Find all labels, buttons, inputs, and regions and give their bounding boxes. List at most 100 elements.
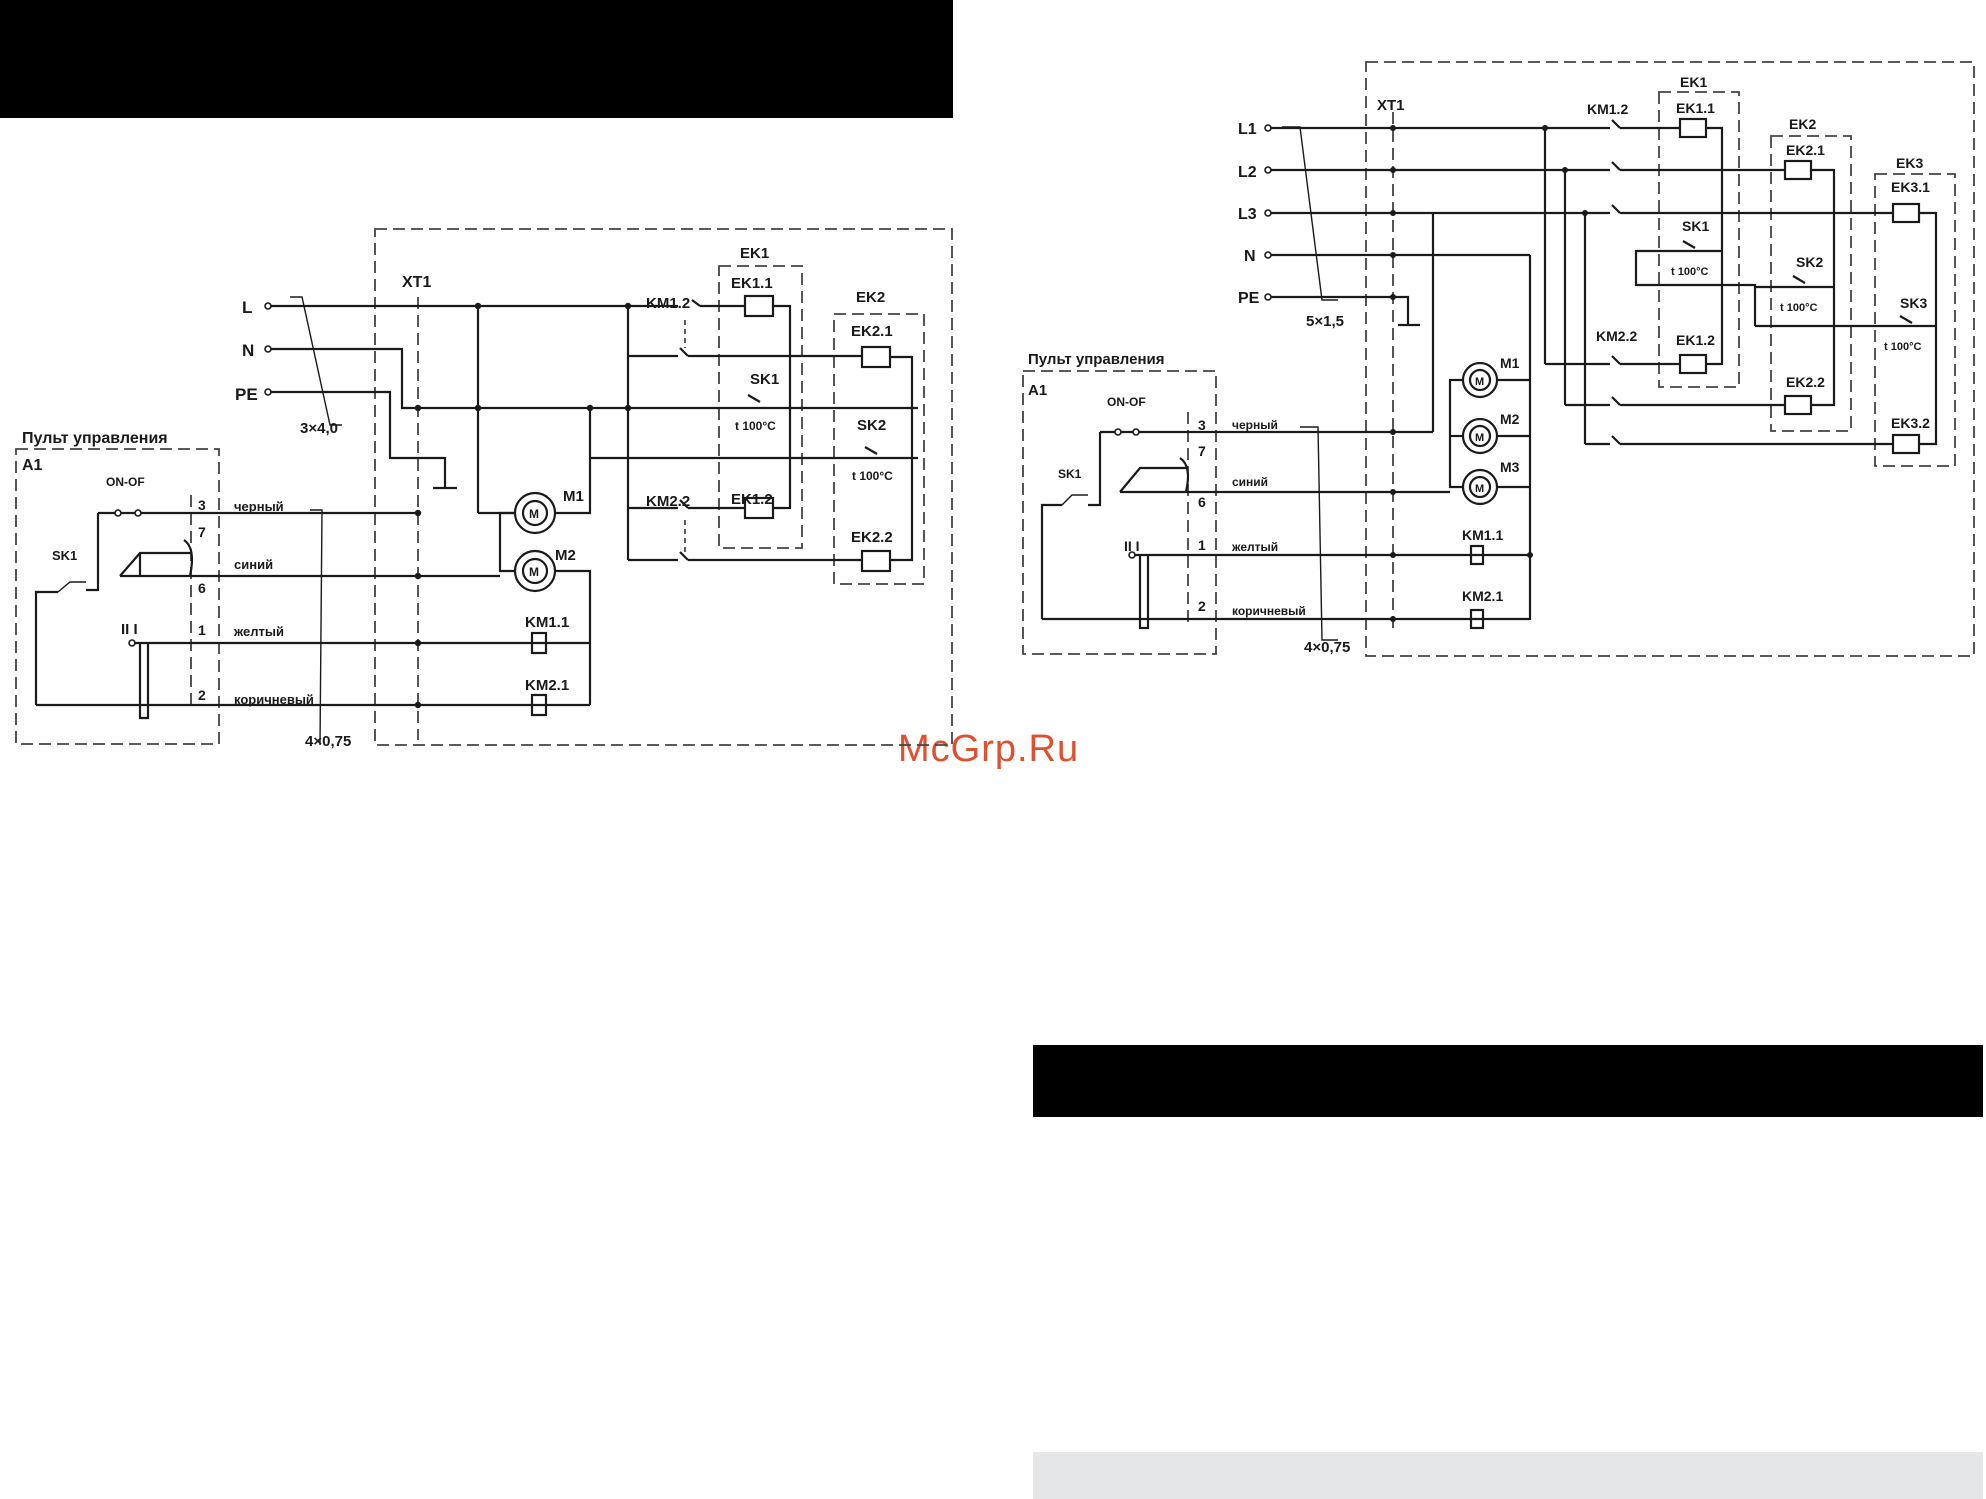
- panel-id: A1: [1028, 382, 1047, 399]
- contactor-km22: KM2.2: [646, 493, 690, 510]
- heater-ek21: EK2.1: [1786, 142, 1825, 158]
- control-panel-box-left: [15, 448, 220, 745]
- heater-ek11: EK1.1: [1676, 100, 1715, 116]
- motor-m3-symbol: M: [1475, 483, 1484, 495]
- speed-labels: II I: [1124, 538, 1140, 554]
- terminal-label-l2: L2: [1238, 164, 1257, 181]
- contactor-km11: KM1.1: [1462, 527, 1503, 543]
- motor-m2-symbol: M: [1475, 432, 1484, 444]
- motor-m2-symbol: M: [529, 565, 539, 579]
- enclosure-left: [374, 228, 953, 746]
- terminal-block-label: XT1: [402, 274, 431, 291]
- thermostat-sk1: SK1: [750, 371, 779, 388]
- pin-6: 6: [1198, 494, 1206, 510]
- thermostat-sk1: SK1: [1682, 218, 1709, 234]
- pin-3: 3: [198, 497, 206, 513]
- group-ek1: EK1: [1680, 74, 1707, 90]
- wire-label-blue: синий: [1232, 475, 1268, 489]
- contactor-km12: KM1.2: [1587, 101, 1628, 117]
- motor-m1-symbol: M: [529, 507, 539, 521]
- wire-label-brown: коричневый: [1232, 604, 1306, 618]
- group-box-ek2-left: [833, 313, 925, 585]
- heater-ek32: EK3.2: [1891, 415, 1930, 431]
- contactor-km21: KM2.1: [1462, 588, 1503, 604]
- temp-sk1: t 100°C: [735, 419, 776, 433]
- terminal-label-n: N: [1244, 248, 1256, 265]
- wire-label-blue: синий: [234, 557, 273, 572]
- header-bar-right: [1033, 1045, 1983, 1117]
- temp-sk2: t 100°C: [852, 469, 893, 483]
- pin-1: 1: [1198, 537, 1206, 553]
- header-bar-left: [0, 0, 953, 118]
- wiring-right: M M M: [1040, 117, 1938, 641]
- heater-ek22: EK2.2: [851, 529, 893, 546]
- wire-label-yellow: желтый: [1231, 540, 1278, 554]
- cable-label-control: 4×0,75: [1304, 639, 1350, 656]
- temp-sk3: t 100°C: [1884, 341, 1921, 353]
- diagram-right: L1 L2 L3 N PE 5×1,5 4×0,75 XT1 Пульт упр…: [1022, 61, 1975, 657]
- thermostat-sk2: SK2: [1796, 254, 1823, 270]
- group-box-ek2-right: [1770, 135, 1852, 432]
- cable-label-power: 3×4,0: [300, 420, 338, 437]
- terminal-label-n: N: [242, 341, 254, 360]
- wiring-left: M M: [34, 294, 918, 746]
- group-ek3: EK3: [1896, 155, 1923, 171]
- heater-ek11: EK1.1: [731, 275, 773, 292]
- pin-6: 6: [198, 580, 206, 596]
- heater-ek12: EK1.2: [1676, 332, 1715, 348]
- speed-labels: II I: [121, 621, 138, 638]
- group-box-ek1-right: [1658, 91, 1740, 388]
- motor-m2-label: M2: [1500, 411, 1520, 427]
- motor-m1-label: M1: [563, 488, 584, 505]
- contactor-km11: KM1.1: [525, 614, 569, 631]
- pin-2: 2: [1198, 598, 1206, 614]
- motor-m1-symbol: M: [1475, 376, 1484, 388]
- pin-7: 7: [198, 524, 206, 540]
- heater-ek31: EK3.1: [1891, 179, 1930, 195]
- pin-7: 7: [1198, 443, 1206, 459]
- control-panel-box-right: [1022, 370, 1217, 655]
- panel-title: Пульт управления: [22, 430, 168, 447]
- group-ek2: EK2: [1789, 116, 1816, 132]
- terminal-label-pe: PE: [1238, 290, 1260, 307]
- group-box-ek3-right: [1874, 173, 1956, 467]
- motor-m1-label: M1: [1500, 355, 1520, 371]
- enclosure-right: [1365, 61, 1975, 657]
- switch-label: ON-OF: [106, 475, 145, 489]
- terminal-label-l3: L3: [1238, 206, 1257, 223]
- heater-ek22: EK2.2: [1786, 374, 1825, 390]
- group-ek1: EK1: [740, 245, 769, 262]
- temp-sk2: t 100°C: [1780, 302, 1817, 314]
- group-ek2: EK2: [856, 289, 885, 306]
- sensor-label: SK1: [1058, 467, 1082, 481]
- terminal-block-label: XT1: [1377, 97, 1405, 114]
- thermostat-sk2: SK2: [857, 417, 886, 434]
- pin-3: 3: [1198, 417, 1206, 433]
- watermark: McGrp.Ru: [898, 728, 1080, 770]
- panel-title: Пульт управления: [1028, 351, 1165, 368]
- terminal-label-l: L: [242, 298, 252, 317]
- contactor-km22: KM2.2: [1596, 328, 1637, 344]
- footer-bar: [1033, 1452, 1983, 1499]
- contactor-km12: KM1.2: [646, 295, 690, 312]
- switch-label: ON-OF: [1107, 395, 1146, 409]
- heater-ek12: EK1.2: [731, 491, 773, 508]
- cable-label-power: 5×1,5: [1306, 313, 1344, 330]
- pin-2: 2: [198, 687, 206, 703]
- pin-1: 1: [198, 622, 206, 638]
- panel-id: A1: [22, 457, 43, 474]
- motor-m2-label: M2: [555, 547, 576, 564]
- temp-sk1: t 100°C: [1671, 266, 1708, 278]
- wire-label-black: черный: [234, 499, 284, 514]
- sensor-label: SK1: [52, 548, 77, 563]
- motor-m3-label: M3: [1500, 459, 1520, 475]
- wire-label-black: черный: [1232, 418, 1278, 432]
- terminal-label-l1: L1: [1238, 121, 1257, 138]
- terminal-label-pe: PE: [235, 385, 258, 404]
- wire-label-yellow: желтый: [233, 624, 284, 639]
- contactor-km21: KM2.1: [525, 677, 569, 694]
- heater-ek21: EK2.1: [851, 323, 893, 340]
- thermostat-sk3: SK3: [1900, 295, 1927, 311]
- diagram-left: L N PE 3×4,0 4×0,75 XT1 Пульт управления…: [15, 228, 953, 750]
- wire-label-brown: коричневый: [234, 692, 314, 707]
